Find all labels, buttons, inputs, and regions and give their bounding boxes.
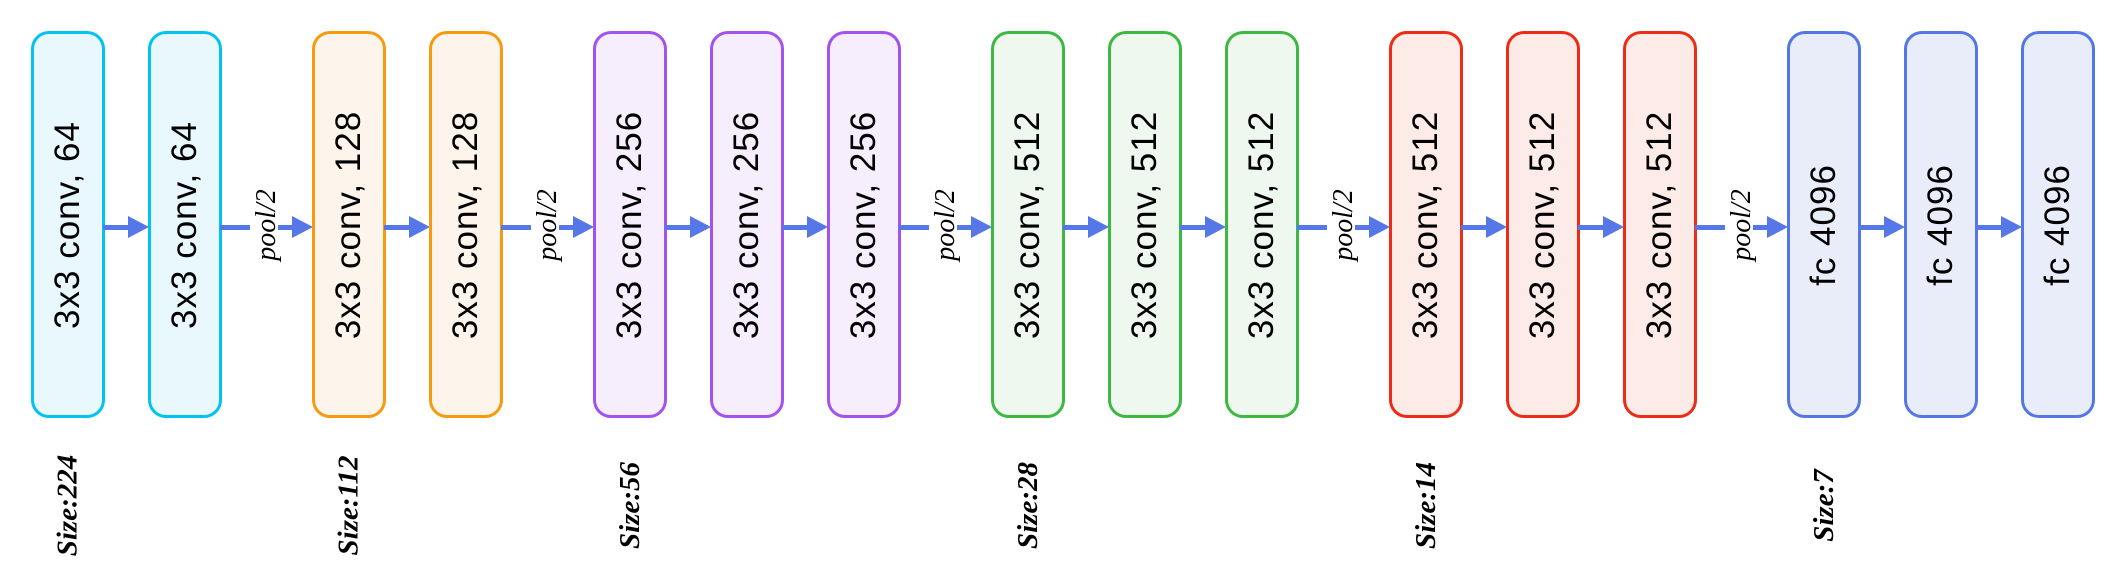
layer-block-wrap: 3x3 conv, 256 [710, 31, 784, 418]
pool-label: pool/2 [532, 188, 563, 261]
layer-block-wrap: 3x3 conv, 64 [148, 31, 222, 418]
flow-arrow-icon [1578, 31, 1624, 418]
flow-arrow-icon [782, 31, 828, 418]
layer-label: 3x3 conv, 256 [610, 110, 649, 339]
pool-arrow-icon: pool/2 [899, 31, 992, 418]
flow-arrow-icon [1859, 31, 1905, 418]
layer-flow: 3x3 conv, 64 Size:224 3x3 conv, 64 pool/2 3x… [31, 31, 2095, 556]
pool-label: pool/2 [251, 188, 282, 261]
layer-label: 3x3 conv, 512 [1406, 110, 1445, 339]
layer-block: 3x3 conv, 512 [991, 31, 1065, 418]
layer-label: fc 4096 [2038, 163, 2077, 286]
layer-block: 3x3 conv, 256 [827, 31, 901, 418]
layer-label: 3x3 conv, 512 [1242, 110, 1281, 339]
pool-arrow-line-right [1355, 225, 1370, 230]
layer-block-wrap: fc 4096 [2021, 31, 2095, 418]
layer-block: 3x3 conv, 512 [1225, 31, 1299, 418]
layer-block-wrap: 3x3 conv, 512 [1506, 31, 1580, 418]
stage-size-label: Size:56 [550, 430, 710, 580]
stage-0: 3x3 conv, 64 Size:224 3x3 conv, 64 [31, 31, 222, 556]
layer-label: 3x3 conv, 64 [165, 120, 204, 329]
flow-arrow-icon [1461, 31, 1507, 418]
layer-block: 3x3 conv, 256 [710, 31, 784, 418]
layer-label: 3x3 conv, 512 [1125, 110, 1164, 339]
pool-arrow-line-left [501, 225, 531, 230]
layer-block-wrap: 3x3 conv, 512 [1225, 31, 1299, 418]
layer-label: fc 4096 [1804, 163, 1843, 286]
layer-block-wrap: fc 4096 [1904, 31, 1978, 418]
layer-block: 3x3 conv, 512 [1389, 31, 1463, 418]
size-label-text: Size:56 [613, 461, 646, 549]
layer-block: 3x3 conv, 64 [148, 31, 222, 418]
size-label-text: Size:14 [1409, 461, 1442, 549]
pool-arrow-line-right [559, 225, 574, 230]
layer-block: 3x3 conv, 64 [31, 31, 105, 418]
flow-arrow-icon [665, 31, 711, 418]
pool-label: pool/2 [1328, 188, 1359, 261]
layer-block-wrap: 3x3 conv, 512 [1108, 31, 1182, 418]
flow-arrow-icon [1976, 31, 2022, 418]
layer-block: fc 4096 [1904, 31, 1978, 418]
layer-block: 3x3 conv, 512 [1108, 31, 1182, 418]
pool-arrow-line-right [278, 225, 293, 230]
layer-block: 3x3 conv, 128 [429, 31, 503, 418]
layer-label: 3x3 conv, 512 [1640, 110, 1679, 339]
layer-block-wrap: 3x3 conv, 256 [827, 31, 901, 418]
pool-arrow-line-right [1753, 225, 1768, 230]
pool-arrow-icon: pool/2 [1297, 31, 1390, 418]
layer-label: fc 4096 [1921, 163, 1960, 286]
pool-arrow-icon: pool/2 [1695, 31, 1788, 418]
layer-block-wrap: 3x3 conv, 128 [429, 31, 503, 418]
stage-size-label: Size:112 [269, 430, 429, 580]
pool-arrow-line-left [220, 225, 250, 230]
layer-label: 3x3 conv, 256 [727, 110, 766, 339]
size-label-text: Size:28 [1011, 461, 1044, 549]
layer-block: 3x3 conv, 128 [312, 31, 386, 418]
layer-label: 3x3 conv, 64 [48, 120, 87, 329]
flow-arrow-icon [1180, 31, 1226, 418]
layer-block: fc 4096 [1787, 31, 1861, 418]
flow-arrow-icon [1063, 31, 1109, 418]
stage-size-label: Size:7 [1744, 430, 1904, 580]
size-label-text: Size:112 [332, 455, 365, 555]
layer-label: 3x3 conv, 512 [1523, 110, 1562, 339]
pool-label: pool/2 [930, 188, 961, 261]
layer-block: 3x3 conv, 512 [1506, 31, 1580, 418]
layer-label: 3x3 conv, 512 [1008, 110, 1047, 339]
pool-arrow-icon: pool/2 [220, 31, 313, 418]
pool-arrow-line-left [1297, 225, 1327, 230]
layer-label: 3x3 conv, 256 [844, 110, 883, 339]
stage-size-label: Size:14 [1346, 430, 1506, 580]
layer-block-wrap: 3x3 conv, 64 Size:224 [31, 31, 105, 556]
pool-label: pool/2 [1726, 188, 1757, 261]
pool-arrow-icon: pool/2 [501, 31, 594, 418]
layer-block: 3x3 conv, 256 [593, 31, 667, 418]
flow-arrow-icon [103, 31, 149, 418]
pool-arrow-line-left [1695, 225, 1725, 230]
size-label-text: Size:224 [51, 454, 84, 556]
stage-size-label: Size:224 [0, 430, 148, 580]
size-label-text: Size:7 [1807, 468, 1840, 542]
layer-block: 3x3 conv, 512 [1623, 31, 1697, 418]
layer-label: 3x3 conv, 128 [329, 110, 368, 339]
layer-label: 3x3 conv, 128 [446, 110, 485, 339]
stage-size-label: Size:28 [948, 430, 1108, 580]
layer-block: fc 4096 [2021, 31, 2095, 418]
pool-arrow-line-left [899, 225, 929, 230]
layer-block-wrap: 3x3 conv, 512 [1623, 31, 1697, 418]
flow-arrow-icon [384, 31, 430, 418]
pool-arrow-line-right [957, 225, 972, 230]
